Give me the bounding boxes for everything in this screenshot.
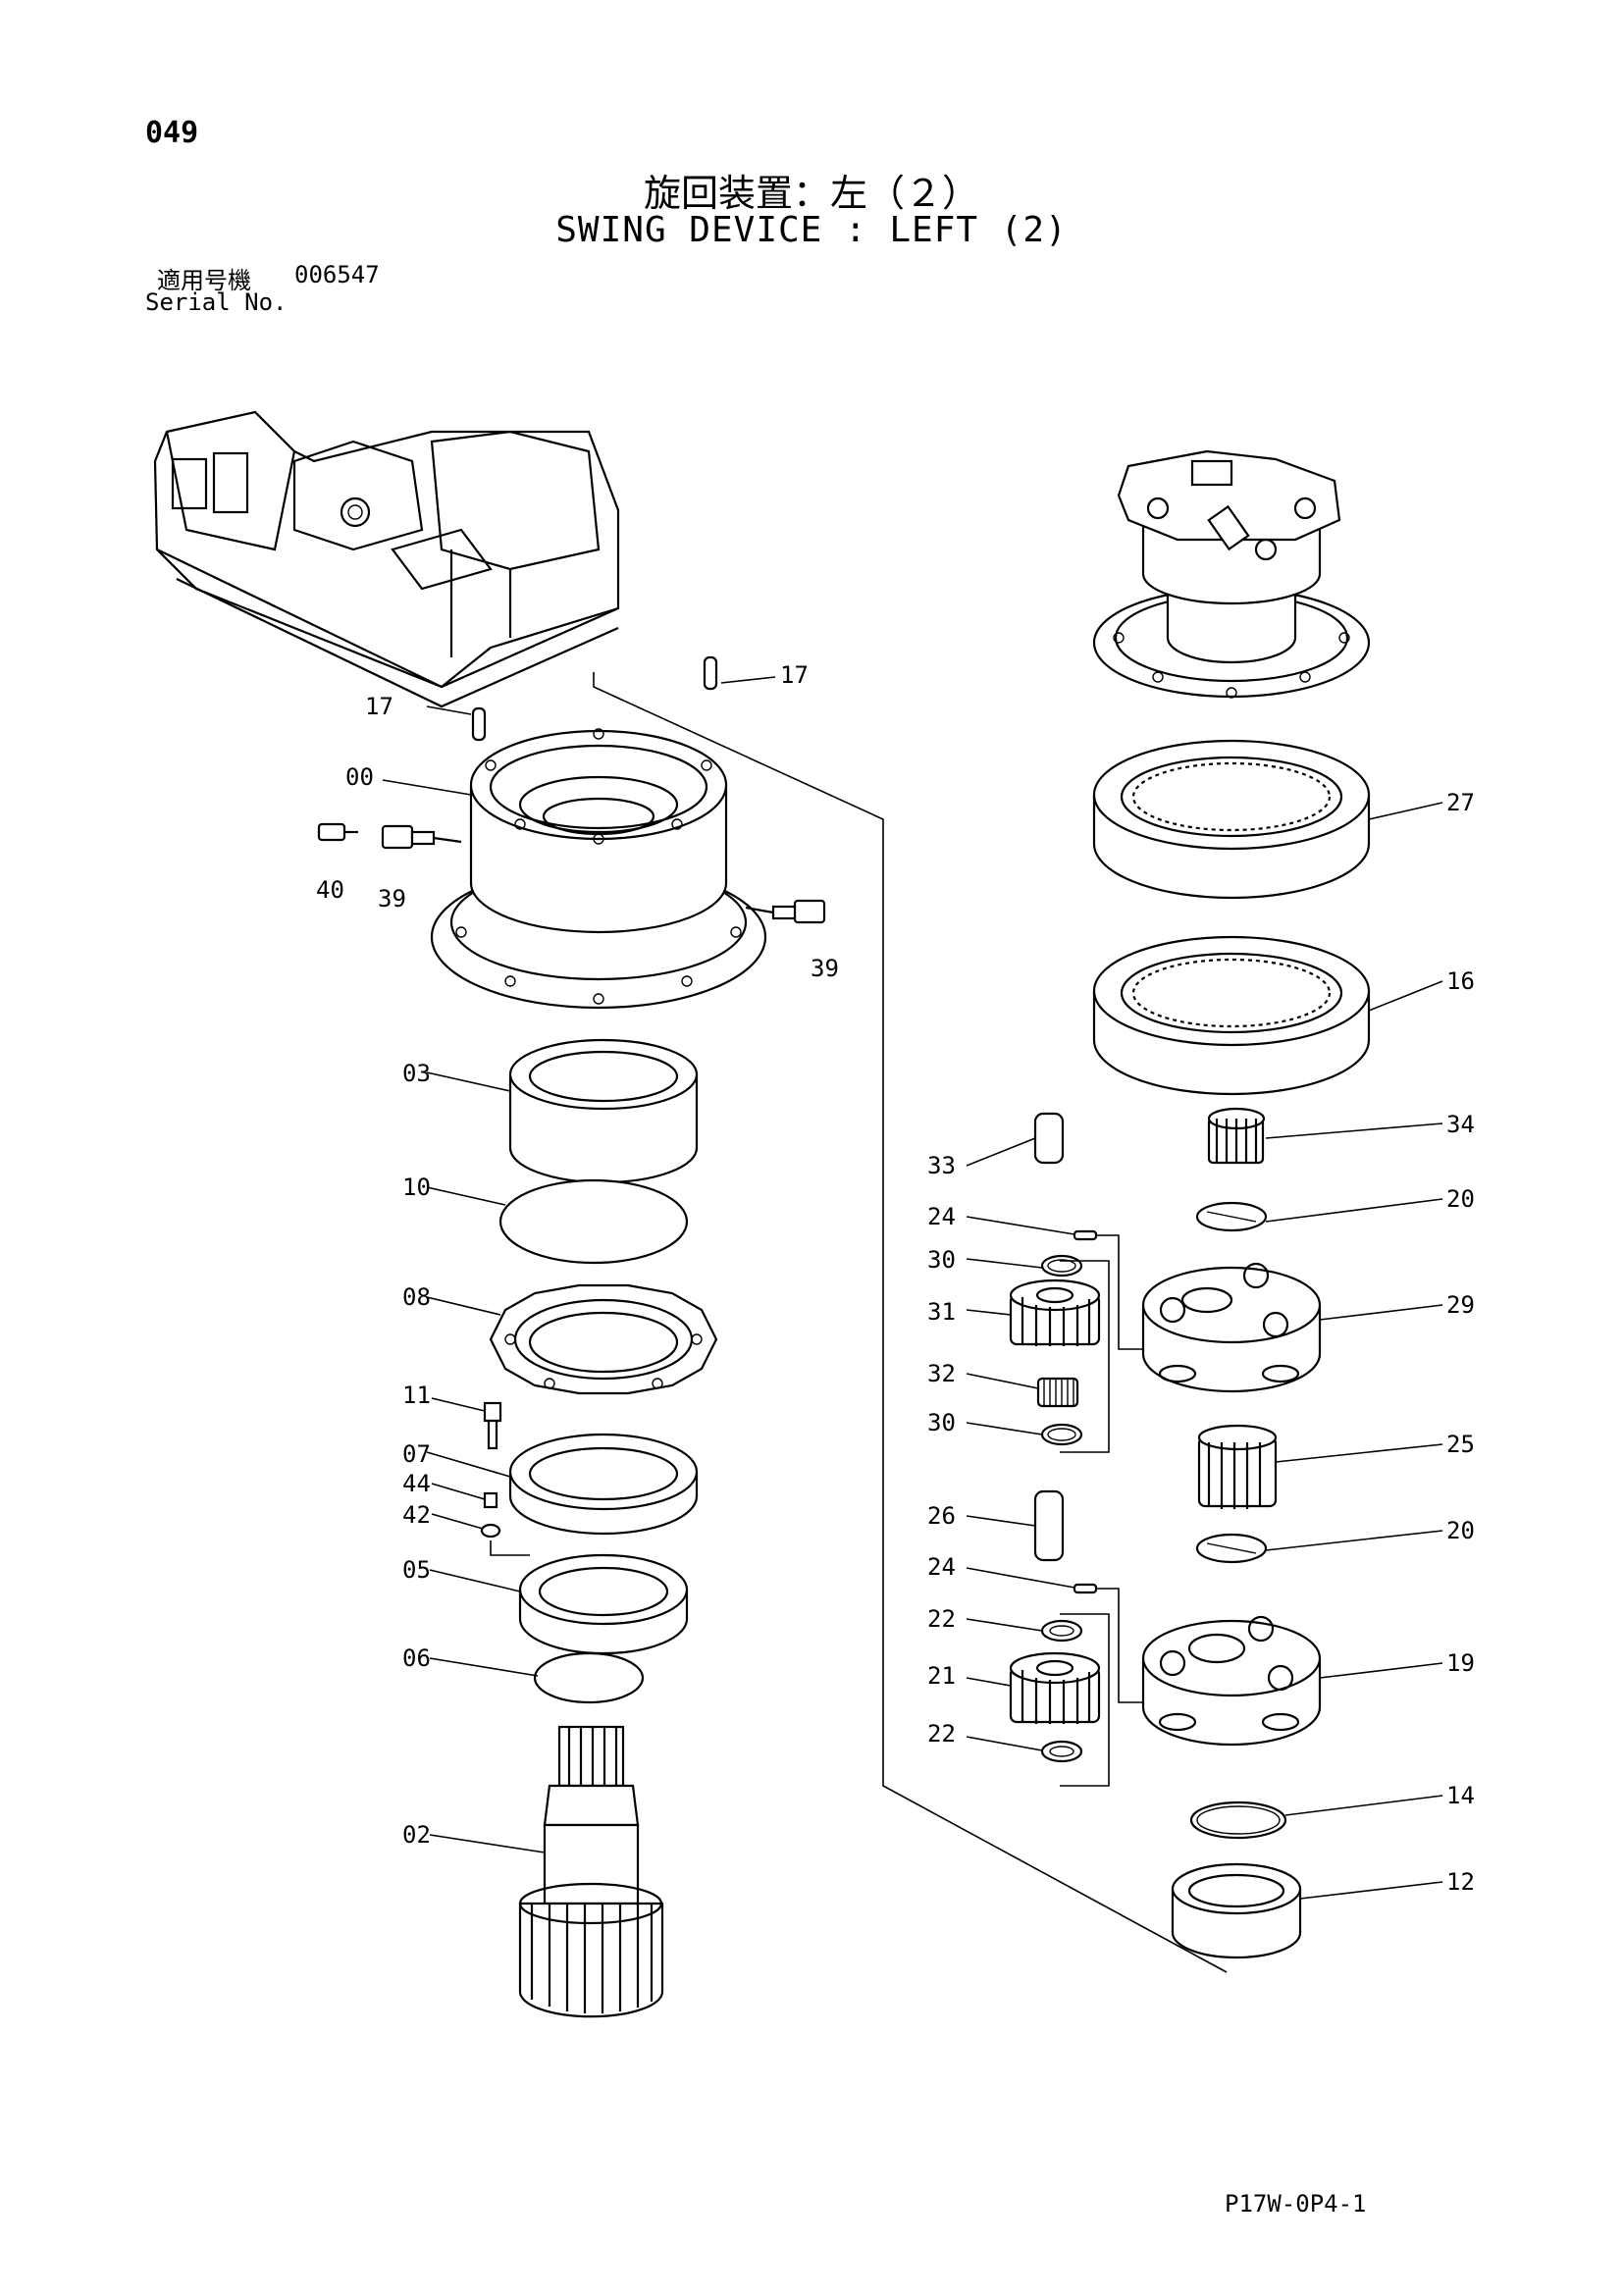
part-06-plate: [533, 1651, 645, 1704]
part-22-washer-upper: [1040, 1619, 1083, 1643]
part-16-ring-gear: [1092, 935, 1371, 1096]
part-39-sensor-right: [745, 899, 826, 924]
callout-08: 08: [402, 1283, 431, 1311]
callout-42: 42: [402, 1501, 431, 1529]
callout-22-lower: 22: [927, 1720, 956, 1748]
page-number: 049: [145, 116, 199, 150]
part-33-pin: [1033, 1112, 1065, 1165]
callout-16: 16: [1446, 967, 1475, 995]
part-03-bearing: [508, 1038, 699, 1184]
part-12-bearing: [1171, 1862, 1302, 1959]
part-27-ring-gear: [1092, 739, 1371, 900]
callout-11: 11: [402, 1382, 431, 1409]
callout-39-right: 39: [811, 955, 839, 982]
callout-12: 12: [1446, 1868, 1475, 1896]
part-32-needle-bearing: [1036, 1377, 1079, 1408]
part-08-cover: [489, 1283, 718, 1395]
part-26-pin: [1033, 1489, 1065, 1562]
page-title-japanese: 旋回装置：左（２）: [643, 172, 979, 215]
callout-31: 31: [927, 1298, 956, 1326]
callout-32: 32: [927, 1360, 956, 1387]
callout-27: 27: [1446, 789, 1475, 816]
part-07-seal: [508, 1433, 699, 1536]
callout-06: 06: [402, 1644, 431, 1672]
callout-02: 02: [402, 1821, 431, 1849]
part-39-sensor-left: [381, 824, 462, 850]
callout-39-left: 39: [378, 885, 406, 913]
part-30-snap-ring-lower: [1040, 1423, 1083, 1446]
serial-label-japanese: 適用号機: [157, 267, 251, 294]
drawing-code: P17W-0P4-1: [1225, 2190, 1367, 2218]
callout-05: 05: [402, 1556, 431, 1584]
page-title-english: SWING DEVICE : LEFT (2): [555, 210, 1068, 250]
part-14-snap-ring: [1189, 1800, 1287, 1840]
part-17-pin-left: [471, 706, 487, 742]
callout-25: 25: [1446, 1431, 1475, 1458]
callout-19: 19: [1446, 1649, 1475, 1677]
part-19-planetary-carrier: [1141, 1615, 1322, 1747]
callout-24-lower: 24: [927, 1553, 956, 1581]
callout-29: 29: [1446, 1291, 1475, 1319]
callout-14: 14: [1446, 1782, 1475, 1809]
callout-17-right: 17: [780, 661, 809, 689]
callout-30-lower: 30: [927, 1409, 956, 1436]
part-40-fitting: [317, 822, 358, 842]
callout-22-upper: 22: [927, 1605, 956, 1633]
callout-33: 33: [927, 1152, 956, 1179]
callout-17-left: 17: [365, 693, 393, 720]
part-42-washer: [480, 1523, 501, 1539]
part-24-pin-lower: [1073, 1583, 1098, 1594]
part-25-sun-gear: [1197, 1424, 1278, 1509]
part-24-pin-upper: [1073, 1229, 1098, 1241]
callout-00: 00: [345, 763, 374, 791]
part-11-bolt: [483, 1401, 502, 1450]
callout-10: 10: [402, 1174, 431, 1201]
part-22-washer-lower: [1040, 1740, 1083, 1763]
part-21-planet-gear: [1009, 1651, 1101, 1724]
swing-motor-illustration: [1092, 449, 1371, 699]
callout-40: 40: [316, 876, 344, 904]
part-20-thrust-plate-lower: [1195, 1533, 1268, 1564]
part-17-pin-right: [703, 655, 718, 691]
excavator-location-illustration: [153, 410, 620, 708]
callout-03: 03: [402, 1060, 431, 1087]
callout-34: 34: [1446, 1111, 1475, 1138]
callout-07: 07: [402, 1440, 431, 1468]
callout-20-lower: 20: [1446, 1517, 1475, 1544]
part-44-nut: [483, 1491, 498, 1509]
serial-label-english: Serial No.: [145, 288, 288, 316]
callout-21: 21: [927, 1662, 956, 1690]
callout-30-upper: 30: [927, 1246, 956, 1274]
part-00-housing: [430, 728, 767, 1010]
part-34-sun-gear: [1207, 1107, 1266, 1165]
part-10-o-ring: [498, 1178, 689, 1265]
part-02-pinion-shaft: [518, 1725, 664, 2018]
serial-number-value: 006547: [294, 261, 380, 288]
callout-labels: 17 17 00 40 39 39 03 10 08 11 07 44 42 0…: [316, 661, 1475, 1896]
assembly-guide-line: [593, 672, 1228, 1973]
part-29-planetary-carrier: [1141, 1262, 1322, 1393]
part-05-bearing: [518, 1553, 689, 1655]
part-31-planet-gear: [1009, 1278, 1101, 1346]
callout-44: 44: [402, 1470, 431, 1497]
callout-20-upper: 20: [1446, 1185, 1475, 1213]
part-20-thrust-plate-upper: [1195, 1201, 1268, 1232]
callout-26: 26: [927, 1502, 956, 1530]
part-30-snap-ring-upper: [1040, 1254, 1083, 1278]
callout-24-upper: 24: [927, 1203, 956, 1230]
